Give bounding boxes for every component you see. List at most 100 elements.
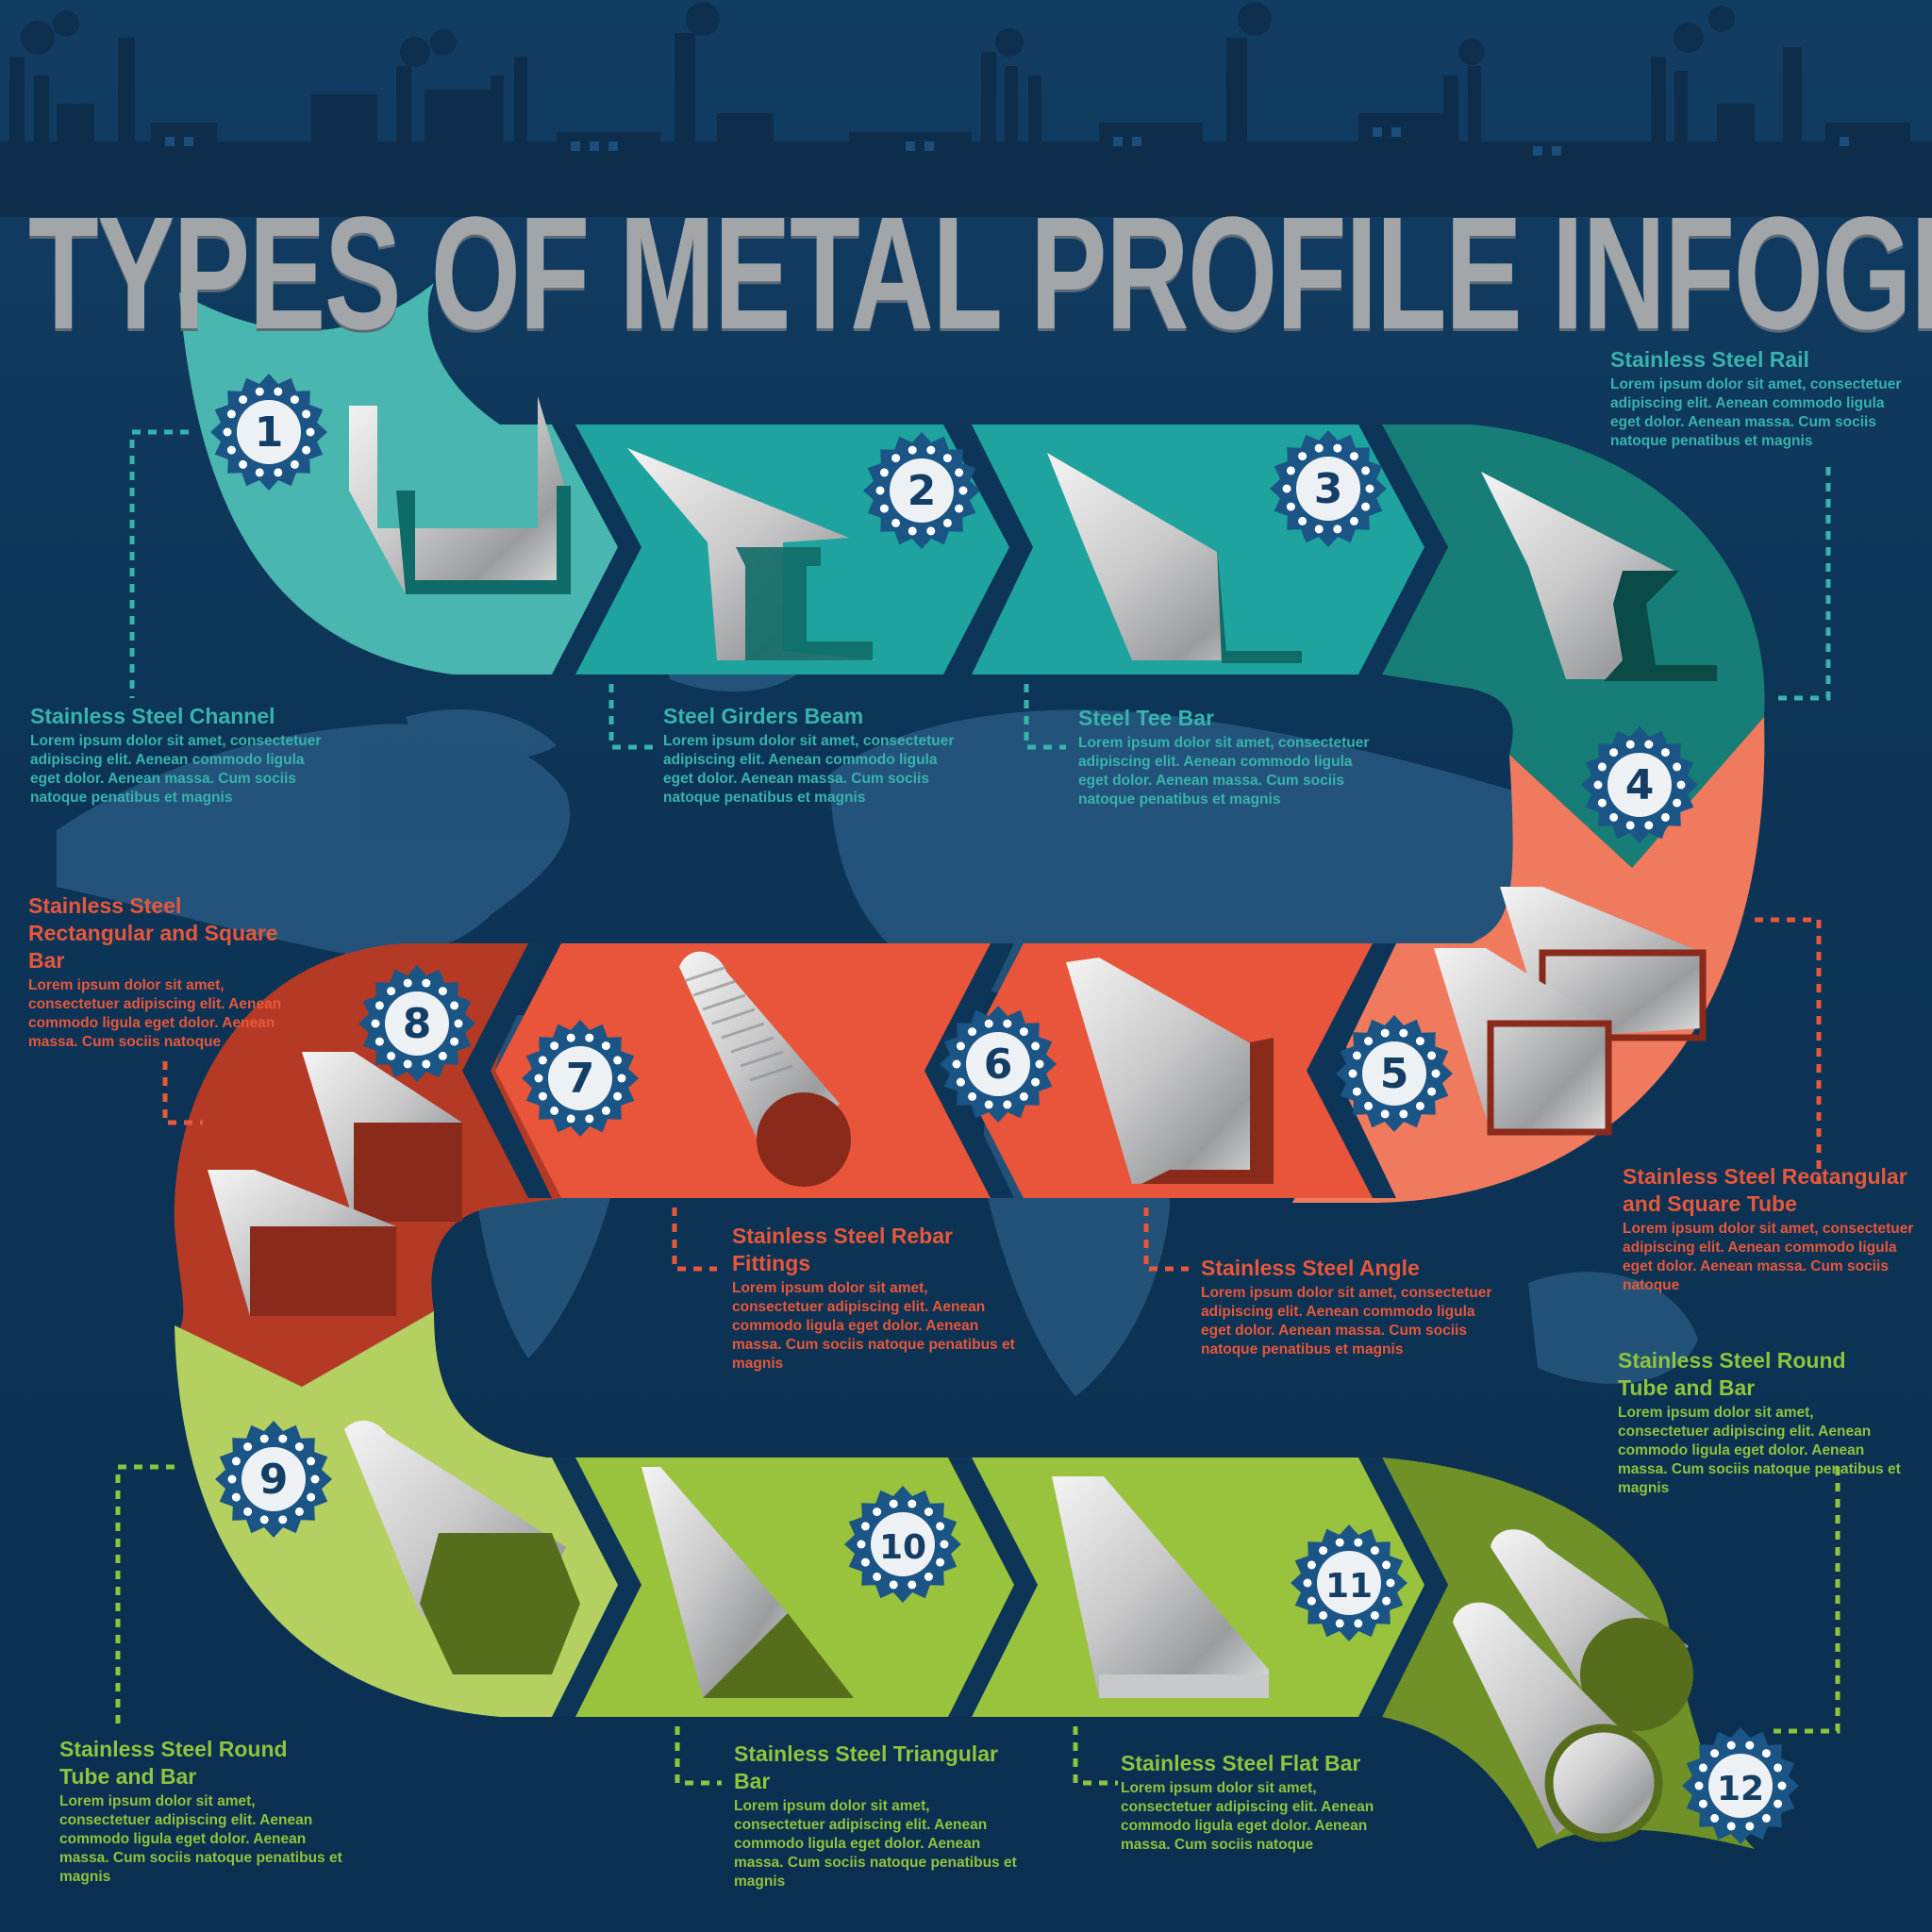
- badge-12: 12: [1682, 1727, 1799, 1844]
- gear-dot: [601, 1041, 610, 1051]
- gear-dot: [1777, 1781, 1787, 1790]
- gear-dot: [1660, 748, 1670, 758]
- gear-dot: [1386, 1578, 1395, 1588]
- gear-dot: [942, 454, 952, 463]
- gear-dot: [613, 1091, 623, 1101]
- caption-10: Stainless Steel Triangular Bar Lorem ips…: [734, 1740, 1017, 1891]
- gear-dot: [255, 468, 264, 477]
- gear-dot: [1597, 762, 1607, 772]
- badge-number: 8: [403, 1000, 432, 1048]
- gear-dot: [1282, 484, 1291, 493]
- tee-bar-profile-icon: [1047, 453, 1302, 663]
- gear-dot: [1774, 1799, 1783, 1808]
- gear-dot: [1625, 821, 1635, 830]
- factory-windows: [165, 127, 1849, 156]
- badge-1: 1: [210, 374, 327, 491]
- gear-dot: [1352, 1051, 1361, 1060]
- gear-dot: [243, 1442, 253, 1452]
- smoke: [21, 2, 1735, 67]
- gear-dot: [1726, 1740, 1736, 1750]
- badge-8: 8: [358, 965, 475, 1082]
- caption-9: Stainless Steel Round Tube and Bar Lorem…: [59, 1736, 342, 1887]
- connector-8: [162, 1061, 203, 1125]
- gear-dot: [1019, 1027, 1028, 1037]
- gear-dot: [294, 1507, 304, 1516]
- gear-dot: [371, 1019, 380, 1028]
- gear-dot: [879, 468, 889, 477]
- gear-dot: [879, 504, 889, 513]
- gear-dot: [1380, 1109, 1390, 1119]
- gear-dot: [231, 1457, 241, 1466]
- gear-dot: [968, 1027, 977, 1037]
- gear-dot: [873, 1507, 882, 1517]
- caption-12: Stainless Steel Round Tube and Bar Lorem…: [1618, 1347, 1901, 1498]
- gear-dot: [1694, 1781, 1704, 1790]
- flat-bar-profile-icon: [1052, 1476, 1269, 1698]
- caption-3-body: Lorem ipsum dolor sit amet, consectetuer…: [1078, 735, 1370, 808]
- badge-6: 6: [940, 1006, 1057, 1123]
- badge-number: 7: [566, 1055, 595, 1103]
- gear-dot: [274, 387, 283, 396]
- badge-number: 1: [255, 408, 284, 457]
- gear-dot: [1286, 502, 1295, 511]
- gear-dot: [274, 468, 283, 477]
- gear-dot: [1335, 1619, 1344, 1628]
- caption-7-title: Stainless Steel Rebar Fittings: [732, 1224, 953, 1275]
- gear-dot: [1019, 1091, 1028, 1101]
- gear-dot: [1352, 1087, 1361, 1096]
- gear-dot: [302, 445, 311, 455]
- gear-dot: [873, 1572, 882, 1581]
- gear-dot: [259, 1515, 269, 1524]
- badge-number: 3: [1314, 465, 1343, 513]
- gear-dot: [908, 1580, 917, 1590]
- gear-dot: [1399, 1109, 1408, 1119]
- caption-9-title: Stainless Steel Round Tube and Bar: [59, 1737, 288, 1789]
- hexagon-bar-profile-icon: [344, 1420, 580, 1674]
- connector-5: [1755, 917, 1822, 1184]
- caption-9-body: Lorem ipsum dolor sit amet, consectetuer…: [59, 1793, 342, 1885]
- gear-dot: [860, 1522, 870, 1531]
- gear-dot: [454, 1019, 463, 1028]
- gear-dot: [1307, 1596, 1316, 1606]
- gear-dot: [1382, 1560, 1391, 1570]
- gear-dot: [1031, 1041, 1041, 1051]
- gear-dot: [538, 1091, 547, 1101]
- gear-dot: [968, 1091, 977, 1101]
- gear-dot: [984, 1100, 993, 1109]
- gear-dot: [1354, 1538, 1363, 1547]
- badge-disc: [1607, 753, 1672, 817]
- connector-11: [1073, 1726, 1118, 1786]
- gear-dot: [1431, 1069, 1441, 1078]
- gear-dot: [1298, 516, 1307, 525]
- badge-number: 2: [908, 467, 937, 515]
- gear-dot: [1427, 1051, 1437, 1060]
- gear-dot: [1298, 452, 1307, 461]
- gear-dot: [1774, 1763, 1783, 1773]
- gear-dot: [1644, 740, 1654, 749]
- gear-dot: [1597, 798, 1607, 808]
- gear-dot: [1370, 1610, 1379, 1620]
- gear-dot: [302, 409, 311, 419]
- gear-dot: [1761, 1749, 1771, 1758]
- gear-dot: [1319, 1610, 1328, 1620]
- gear-dot: [924, 1507, 933, 1517]
- badge-disc: [1296, 457, 1360, 521]
- gear-dot: [1382, 1596, 1391, 1606]
- rebar-profile-icon: [679, 951, 851, 1187]
- caption-2-body: Lorem ipsum dolor sit amet, consectetuer…: [663, 733, 955, 806]
- gear-dot: [1415, 1101, 1424, 1110]
- gear-dot: [1314, 443, 1324, 453]
- gear-dot: [307, 1492, 316, 1502]
- badge-disc: [385, 991, 449, 1056]
- gear-dot: [1609, 748, 1619, 758]
- badge-number: 10: [879, 1528, 926, 1567]
- gear-dot: [613, 1056, 623, 1065]
- gear-dot: [310, 1474, 320, 1484]
- gear-dot: [1660, 812, 1670, 822]
- gear-dot: [387, 987, 396, 996]
- badge-9: 9: [215, 1421, 332, 1538]
- gear-dot: [259, 1434, 269, 1443]
- gear-dot: [1365, 484, 1374, 493]
